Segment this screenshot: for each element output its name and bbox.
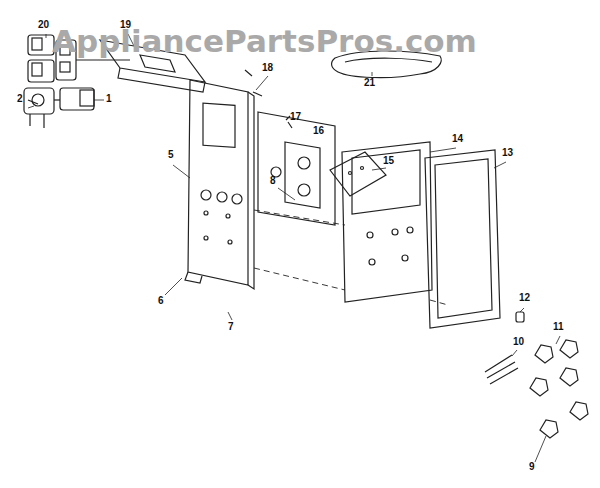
knob-shafts xyxy=(485,355,518,384)
knobs xyxy=(530,340,588,438)
callout-number: 12 xyxy=(519,293,530,303)
callout-number: 7 xyxy=(228,322,234,332)
callout-number: 20 xyxy=(38,20,49,30)
bezel-frame xyxy=(425,150,500,328)
callout-number: 21 xyxy=(364,78,375,88)
callout-number: 5 xyxy=(168,150,174,160)
callout-number: 14 xyxy=(452,134,463,144)
callout-number: 1 xyxy=(106,94,112,104)
callout-number: 9 xyxy=(529,462,535,472)
callout-number: 17 xyxy=(290,112,301,122)
watermark: AppliancePartsPros.com xyxy=(52,26,477,57)
callout-number: 18 xyxy=(262,63,273,73)
callout-number: 8 xyxy=(270,176,276,186)
leader-lines xyxy=(28,34,560,462)
callout-number: 13 xyxy=(502,148,513,158)
overlay-plate xyxy=(330,152,386,196)
callout-number: 19 xyxy=(120,20,131,30)
control-panel-plate xyxy=(185,80,254,289)
callout-number: 6 xyxy=(158,296,164,306)
switch-assembly xyxy=(245,70,335,225)
alignment-lines xyxy=(254,210,448,305)
callout-number: 16 xyxy=(313,126,324,136)
panel-overlay xyxy=(342,142,432,302)
callout-number: 10 xyxy=(513,337,524,347)
callout-number: 2 xyxy=(17,94,23,104)
screw xyxy=(516,312,524,322)
callout-number: 11 xyxy=(553,322,564,332)
callout-number: 15 xyxy=(383,156,394,166)
